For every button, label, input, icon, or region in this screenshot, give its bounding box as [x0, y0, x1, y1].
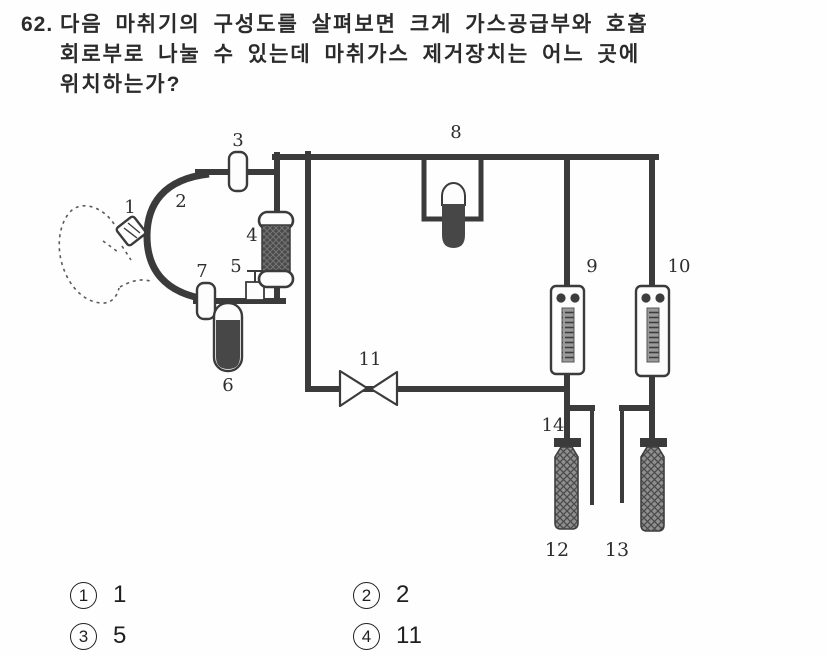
question-block: 62. 다음 마취기의 구성도를 살펴보면 크게 가스공급부와 호흡 회로부로 … [21, 10, 649, 100]
answer-option-1[interactable]: 1 1 [70, 581, 127, 609]
option-1-marker-icon: 1 [70, 581, 97, 609]
cylinder-yoke [640, 438, 667, 447]
component-label-14: 14 [542, 415, 565, 436]
question-line: 다음 마취기의 구성도를 살펴보면 크게 가스공급부와 호흡 [60, 13, 649, 36]
option-2-value: 2 [396, 581, 411, 608]
answer-option-3[interactable]: 3 5 [70, 622, 127, 650]
breathing-circuit-tube [143, 170, 212, 304]
option-3-marker-icon: 3 [70, 622, 97, 650]
relief-valve-5 [245, 270, 265, 301]
option-2-marker-icon: 2 [353, 581, 380, 609]
component-label-13: 13 [605, 539, 629, 561]
component-label-6: 6 [222, 375, 233, 396]
option-3-value: 5 [113, 622, 128, 649]
component-label-11: 11 [359, 349, 382, 370]
component-label-12: 12 [545, 539, 569, 561]
component-label-1: 1 [124, 197, 135, 218]
flowmeter-10 [634, 284, 671, 378]
answer-option-4[interactable]: 4 11 [353, 622, 423, 650]
gas-cylinder-13 [640, 446, 665, 532]
flowmeter-9 [549, 284, 586, 376]
component-label-5: 5 [230, 256, 241, 277]
question-line: 위치하는가? [60, 73, 182, 96]
patient-head [58, 205, 151, 304]
face-mask [115, 215, 147, 247]
gas-pipes [193, 151, 659, 444]
component-label-3: 3 [232, 130, 243, 151]
component-label-8: 8 [450, 122, 461, 143]
vaporizer-bulb [441, 182, 466, 248]
exhalation-valve-7 [195, 281, 217, 321]
question-text: 다음 마취기의 구성도를 살펴보면 크게 가스공급부와 호흡 회로부로 나눌 수… [60, 10, 649, 100]
component-label-2: 2 [175, 191, 186, 212]
inhalation-valve-3 [227, 150, 249, 193]
diagram-labels: 1 2 3 4 5 6 7 8 9 10 11 12 13 14 [124, 122, 690, 561]
reservoir-bag [212, 301, 244, 373]
answer-option-2[interactable]: 2 2 [353, 581, 410, 609]
gas-cylinder-12 [554, 446, 579, 530]
question-number: 62. [21, 13, 54, 36]
cylinder-yoke-14 [554, 438, 581, 447]
option-4-value: 11 [396, 622, 423, 649]
option-1-value: 1 [113, 581, 128, 608]
vaporizer-chamber [421, 157, 484, 222]
co2-absorber-canister [257, 210, 295, 289]
component-label-7: 7 [196, 261, 207, 282]
vent-pipes [590, 406, 624, 505]
check-valve-11 [338, 369, 399, 408]
component-label-9: 9 [586, 256, 597, 277]
option-4-marker-icon: 4 [353, 622, 380, 650]
question-line: 회로부로 나눌 수 있는데 마취가스 제거장치는 어느 곳에 [60, 43, 641, 66]
component-label-4: 4 [246, 225, 257, 246]
component-label-10: 10 [668, 256, 691, 277]
